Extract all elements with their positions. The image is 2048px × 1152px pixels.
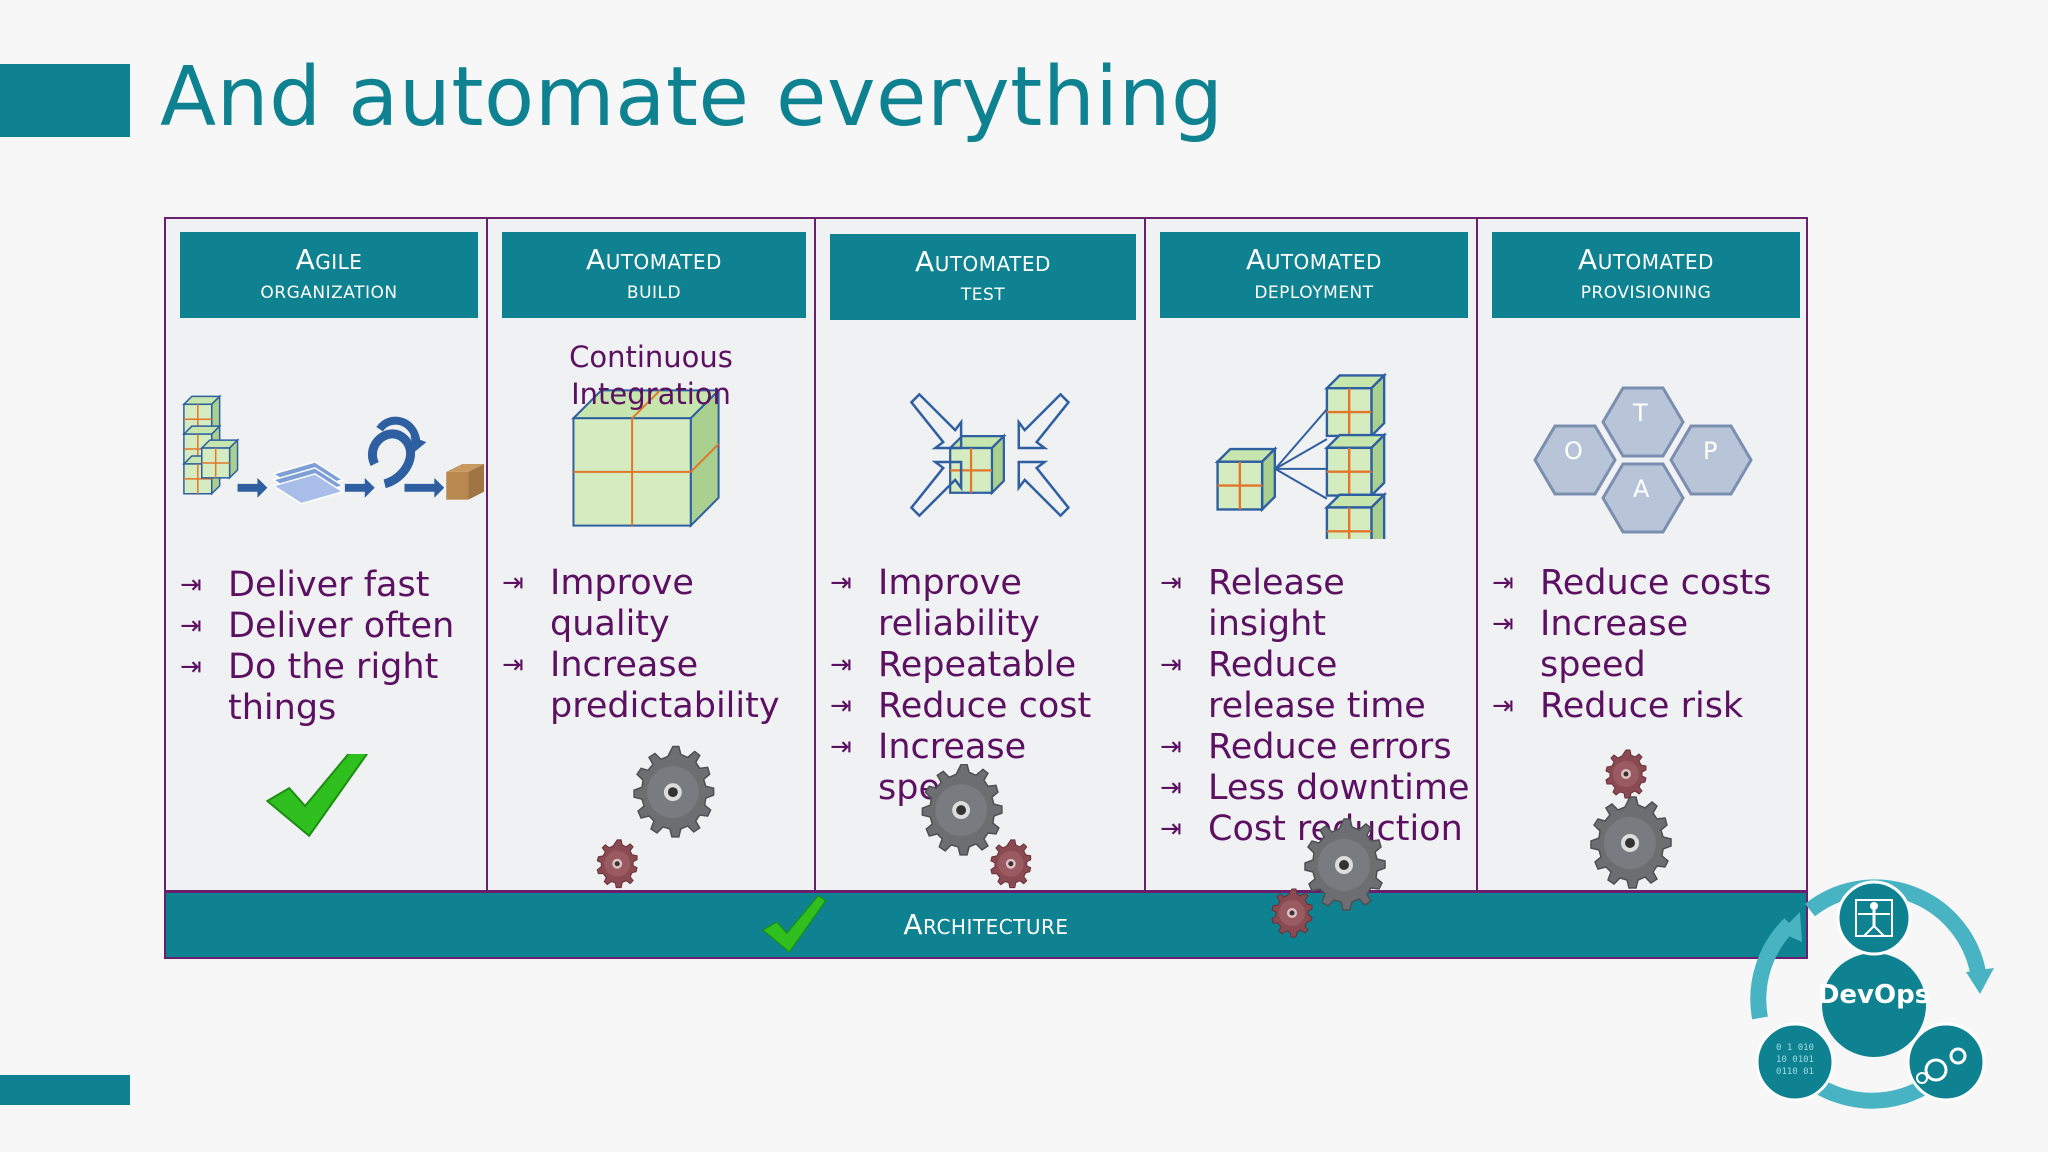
hexagon-icon xyxy=(1533,386,1753,534)
column-header: Automated provisioning xyxy=(1492,232,1800,318)
scrum-flow-illustration xyxy=(183,395,485,505)
deployment-cubes-illustration xyxy=(1216,374,1386,539)
column-automated-test: Automated test ⇥Improve reliability ⇥Rep… xyxy=(816,219,1146,892)
check-icon xyxy=(762,895,827,953)
bullet-list: ⇥Deliver fast ⇥Deliver often ⇥Do the rig… xyxy=(180,565,482,729)
arrow-tab-icon: ⇥ xyxy=(180,652,202,682)
arrow-tab-icon: ⇥ xyxy=(830,568,852,598)
arrow-tab-icon: ⇥ xyxy=(502,650,524,680)
list-item: ⇥Reduce costs xyxy=(1492,563,1772,603)
bullet-list: ⇥Reduce costs ⇥Increase speed ⇥Reduce ri… xyxy=(1492,563,1804,727)
arrow-tab-icon: ⇥ xyxy=(1160,773,1182,803)
backlog-stack-icon xyxy=(271,461,345,505)
arrow-tab-icon: ⇥ xyxy=(830,650,852,680)
top-accent-bar xyxy=(0,64,130,137)
arrow-tab-icon: ⇥ xyxy=(830,732,852,762)
column-agile-organization: Agile organization xyxy=(166,219,488,892)
arrow-tab-icon: ⇥ xyxy=(1492,691,1514,721)
continuous-integration-label: Continuous Integration xyxy=(569,340,733,411)
architecture-bar: Architecture xyxy=(164,891,1808,959)
list-item: ⇥Release insight xyxy=(1160,563,1345,644)
devops-label: DevOps xyxy=(1817,980,1931,1010)
devops-cycle-badge: 0 1 010 10 0101 0110 01 xyxy=(1750,879,1994,1109)
vitruvian-man-icon xyxy=(1836,880,1912,956)
list-item: ⇥Reduce errors xyxy=(1160,727,1452,767)
arrow-tab-icon: ⇥ xyxy=(180,611,202,641)
list-item: ⇥Improve quality xyxy=(502,563,694,644)
arrow-tab-icon: ⇥ xyxy=(1492,568,1514,598)
list-item: ⇥Reduce risk xyxy=(1492,686,1744,726)
list-item: ⇥Deliver often xyxy=(180,606,455,646)
gear-icon xyxy=(921,764,1032,889)
column-header: Automated deployment xyxy=(1160,232,1468,318)
list-item: ⇥Increase speed xyxy=(1492,604,1689,685)
cube-icon xyxy=(571,388,721,528)
architecture-label: Architecture xyxy=(903,908,1069,941)
column-header: Automated test xyxy=(830,234,1136,320)
camera-gear-icon xyxy=(1906,1022,1986,1102)
arrow-tab-icon: ⇥ xyxy=(502,568,524,598)
gear-icon xyxy=(596,745,715,889)
list-item: ⇥Reduce release time xyxy=(1160,645,1426,726)
arrow-tab-icon: ⇥ xyxy=(1492,609,1514,639)
arrow-tab-icon: ⇥ xyxy=(1160,732,1182,762)
svg-text:0 1 010: 0 1 010 xyxy=(1776,1043,1814,1053)
binary-data-icon: 0 1 010 10 0101 0110 01 xyxy=(1755,1022,1835,1102)
arrow-tab-icon: ⇥ xyxy=(1160,568,1182,598)
list-item: ⇥Less downtime xyxy=(1160,768,1470,808)
arrow-tab-icon: ⇥ xyxy=(1160,650,1182,680)
column-header: Automated build xyxy=(502,232,806,318)
svg-text:0110 01: 0110 01 xyxy=(1776,1067,1814,1077)
page-title: And automate everything xyxy=(160,50,1224,145)
list-item: ⇥Improve reliability xyxy=(830,563,1040,644)
column-header: Agile organization xyxy=(180,232,478,318)
scrum-cycle-icon xyxy=(368,416,427,489)
automation-board: Agile organization xyxy=(164,217,1808,892)
bottom-accent-bar xyxy=(0,1075,130,1105)
list-item: ⇥Reduce cost xyxy=(830,686,1092,726)
gear-icon xyxy=(1271,818,1386,938)
package-icon xyxy=(446,463,485,500)
bullet-list: ⇥Improve quality ⇥Increase predictabilit… xyxy=(502,563,810,727)
column-automated-build: Automated build Continuous Integration ⇥… xyxy=(488,219,816,892)
hexagon-labels: T O P A xyxy=(1564,399,1718,503)
arrow-tab-icon: ⇥ xyxy=(1160,814,1182,844)
bullet-list: ⇥Release insight ⇥Reduce release time ⇥R… xyxy=(1160,563,1472,850)
list-item: ⇥Increase predictability xyxy=(502,645,780,726)
list-item: ⇥Repeatable xyxy=(830,645,1077,685)
check-icon xyxy=(266,754,368,837)
list-item: ⇥Deliver fast xyxy=(180,565,430,605)
svg-text:10 0101: 10 0101 xyxy=(1776,1055,1814,1065)
list-item: ⇥Do the right things xyxy=(180,647,439,728)
column-automated-deployment: Automated deployment ⇥Release insight ⇥R… xyxy=(1146,219,1478,892)
arrow-tab-icon: ⇥ xyxy=(180,570,202,600)
compress-arrows-icon xyxy=(909,392,1071,518)
column-automated-provisioning: Automated provisioning T O P A ⇥Reduce c… xyxy=(1478,219,1808,892)
arrow-tab-icon: ⇥ xyxy=(830,691,852,721)
